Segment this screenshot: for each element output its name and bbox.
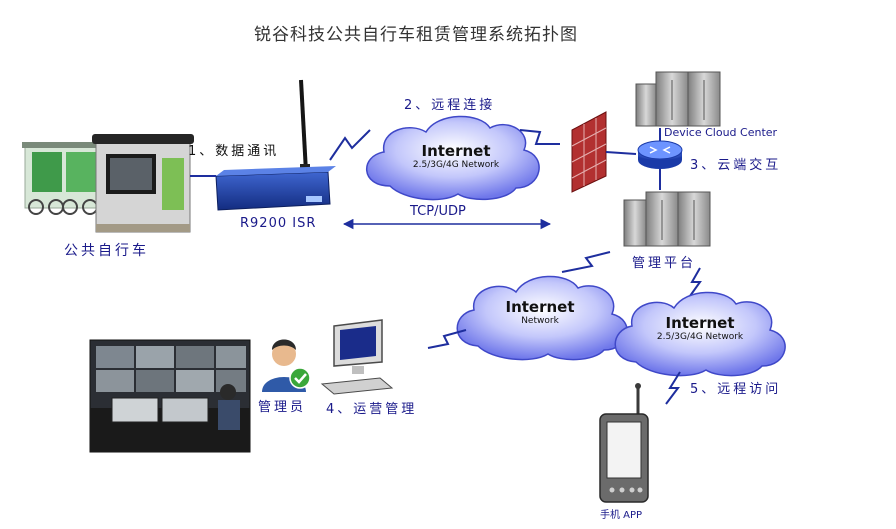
cloud3-text: Internet 2.5/3G/4G Network: [640, 314, 760, 342]
lightning-link-cloud2-terminal: [427, 329, 467, 349]
internet-cloud-3: [614, 291, 786, 377]
firewall-router-link: [605, 151, 637, 155]
step4-label: 4、运营管理: [326, 402, 418, 417]
phone-app-label: 手机 APP: [600, 510, 643, 521]
router-label: R9200 ISR: [240, 216, 317, 231]
admin-label: 管理员: [258, 400, 307, 415]
core-router-icon: [637, 128, 683, 190]
internet-cloud-1: [366, 115, 540, 201]
cloud3-sub: 2.5/3G/4G Network: [656, 332, 744, 342]
lightning-link-cloud1-firewall: [519, 129, 560, 145]
terminal-monitor-icon: [320, 319, 394, 395]
internet-cloud-2: [456, 275, 628, 361]
cloud1-sub: 2.5/3G/4G Network: [412, 160, 500, 170]
diagram-title: 锐谷科技公共自行车租赁管理系统拓扑图: [254, 25, 578, 45]
platform-label: 管理平台: [632, 256, 697, 271]
bike-station-icon: [22, 134, 194, 233]
cloud3-title: Internet: [665, 314, 735, 332]
lightning-link-cloud3-phone: [665, 371, 681, 405]
cloud1-title: Internet: [421, 142, 491, 160]
router-r9200-icon: [215, 79, 336, 211]
cloud2-text: Internet Network: [480, 298, 600, 326]
lightning-link-platform-cloud3: [689, 267, 702, 297]
cloud-center-label: Device Cloud Center: [664, 126, 778, 139]
bike-label: 公共自行车: [64, 243, 149, 259]
step3-label: 3、云端交互: [690, 158, 782, 173]
cloud2-title: Internet: [505, 298, 575, 316]
firewall-icon: [571, 111, 607, 193]
management-platform-servers-icon: [623, 191, 711, 247]
lightning-link-platform-cloud2: [561, 251, 611, 273]
cloud1-text: Internet 2.5/3G/4G Network: [396, 142, 516, 170]
step5-label: 5、远程访问: [690, 382, 782, 397]
cloud-center-servers-icon: [635, 71, 721, 127]
tcp-udp-label: TCP/UDP: [410, 204, 466, 219]
step1-label: 1、数据通讯: [188, 144, 280, 159]
monitoring-room-photo: [89, 339, 251, 453]
admin-person-icon: [262, 339, 311, 392]
mobile-phone-icon: [599, 383, 649, 503]
cloud2-sub: Network: [521, 316, 559, 326]
step2-label: 2、远程连接: [404, 98, 496, 113]
lightning-link-router-cloud1: [329, 129, 371, 161]
